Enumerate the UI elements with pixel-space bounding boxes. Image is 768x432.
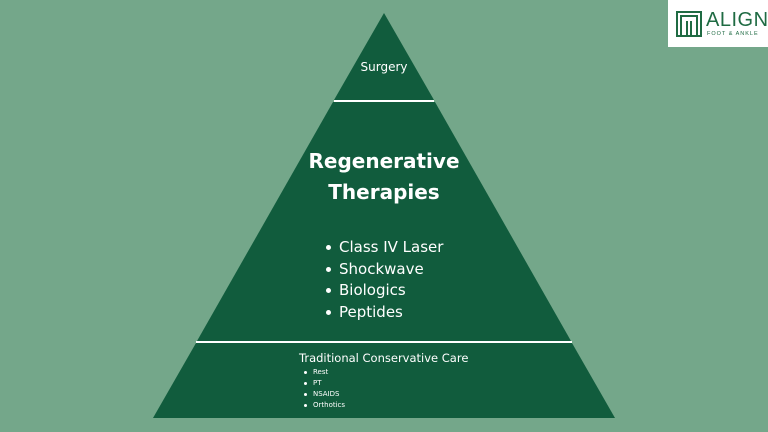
brand-logo: ALIGN FOOT & ANKLE: [668, 0, 768, 47]
logo-name: ALIGN: [706, 9, 768, 31]
list-item: Orthotics: [304, 400, 345, 411]
tier-base-list: Rest PT NSAIDS Orthotics: [304, 367, 345, 411]
tier-middle-title: Regenerative Therapies: [282, 146, 486, 208]
pyramid-tier-top: [334, 13, 434, 100]
tier-base-title: Traditional Conservative Care: [299, 351, 469, 365]
list-item: Class IV Laser: [326, 237, 443, 259]
align-logo-icon: [676, 11, 702, 37]
list-item: NSAIDS: [304, 389, 345, 400]
tier-middle-title-line1: Regenerative: [308, 149, 460, 173]
pyramid-tier-middle: [197, 102, 571, 341]
list-item: Peptides: [326, 302, 443, 324]
list-item: Rest: [304, 367, 345, 378]
pyramid-tier-base: [153, 343, 615, 418]
list-item: Shockwave: [326, 259, 443, 281]
logo-tagline: FOOT & ANKLE: [707, 31, 759, 37]
tier-middle-list: Class IV Laser Shockwave Biologics Pepti…: [326, 237, 443, 323]
list-item: Biologics: [326, 280, 443, 302]
tier-top-label: Surgery: [360, 60, 408, 74]
tier-middle-title-line2: Therapies: [328, 180, 440, 204]
list-item: PT: [304, 378, 345, 389]
